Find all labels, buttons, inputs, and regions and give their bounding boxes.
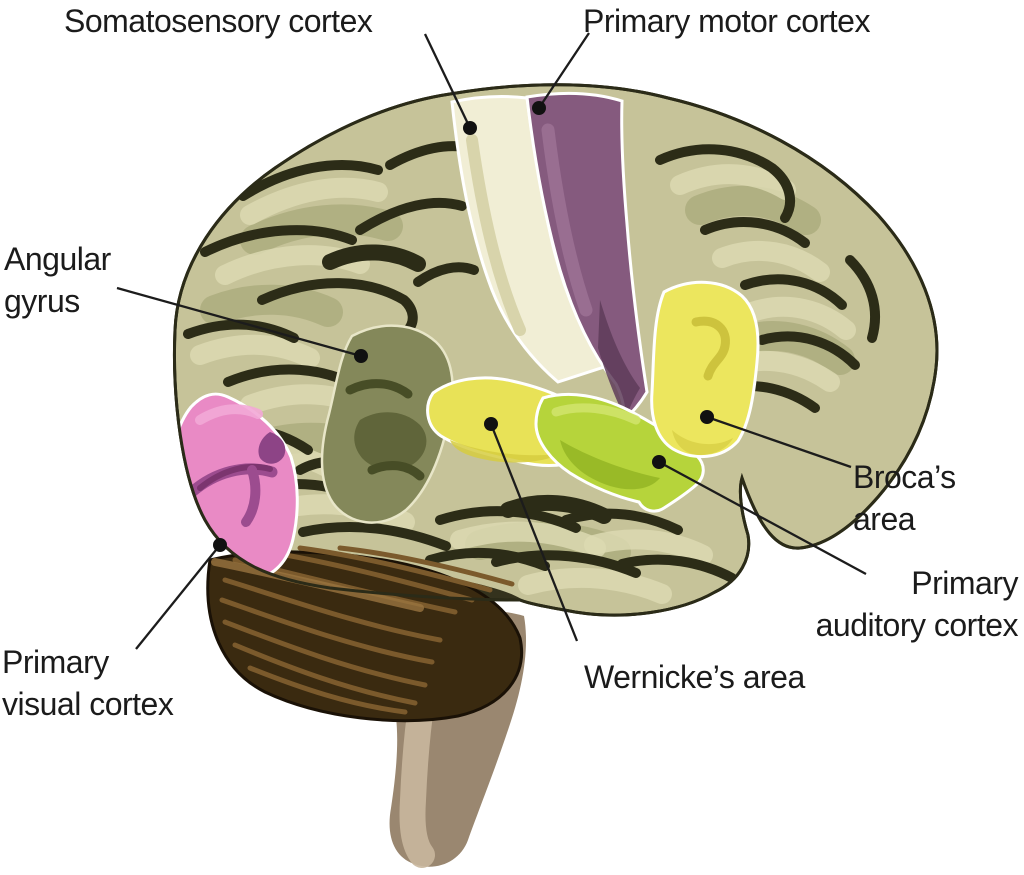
- leader-angular-gyrus: [116, 286, 362, 358]
- label-angular-gyrus: Angular gyrus: [4, 241, 111, 320]
- leader-auditory: [658, 460, 867, 576]
- functional-regions: [174, 91, 760, 584]
- leader-lines: [116, 32, 867, 650]
- cerebellum: [206, 545, 523, 723]
- angular-gyrus-region: [320, 324, 454, 524]
- dot-visual: [213, 538, 227, 552]
- label-brocas-area: Broca’s area: [853, 459, 956, 538]
- primary-motor-cortex-region: [525, 91, 649, 424]
- label-somatosensory-cortex: Somatosensory cortex: [64, 3, 373, 39]
- leader-broca: [706, 415, 852, 469]
- leader-wernicke: [489, 423, 579, 642]
- dot-somatosensory: [463, 121, 477, 135]
- primary-auditory-cortex-region: [534, 392, 705, 513]
- dot-auditory: [652, 455, 666, 469]
- leader-somatosensory: [423, 33, 472, 129]
- dot-broca: [700, 410, 714, 424]
- dot-wernicke: [484, 417, 498, 431]
- label-wernickes-area: Wernicke’s area: [584, 659, 805, 695]
- leader-motor: [538, 32, 590, 109]
- dot-angular-gyrus: [354, 349, 368, 363]
- label-primary-motor-cortex: Primary motor cortex: [583, 3, 870, 39]
- label-primary-auditory-cortex: Primary auditory cortex: [815, 565, 1019, 644]
- cerebellum-top-highlight: [211, 558, 424, 612]
- cerebrum-outline: [172, 83, 939, 617]
- leader-visual: [135, 544, 221, 650]
- dot-motor: [532, 101, 546, 115]
- brocas-area-region: [650, 280, 760, 459]
- label-primary-visual-cortex: Primary visual cortex: [2, 644, 174, 723]
